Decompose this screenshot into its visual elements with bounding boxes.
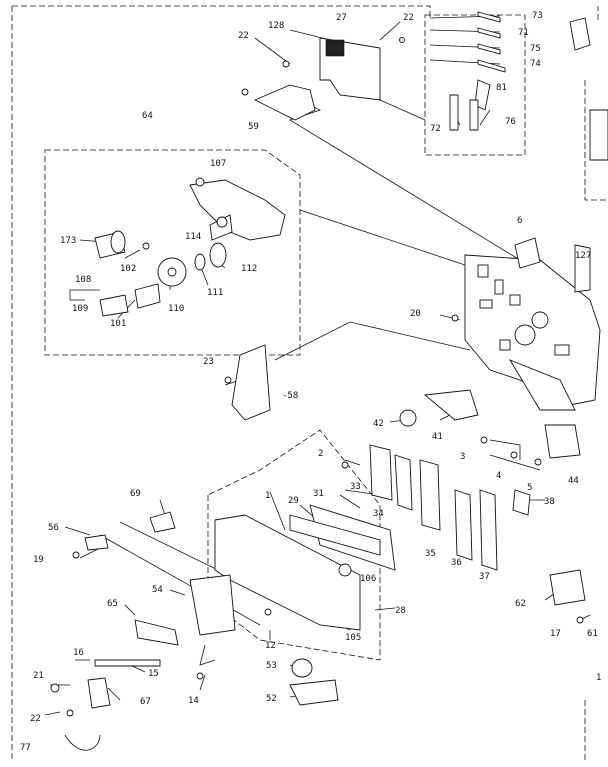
label-42: 42 bbox=[373, 419, 384, 429]
label-108: 108 bbox=[75, 275, 91, 285]
label-64: 64 bbox=[142, 111, 153, 121]
side-frame-parts bbox=[72, 511, 361, 646]
label-5: 5 bbox=[527, 483, 532, 493]
label-127: 127 bbox=[575, 251, 591, 261]
label-61: 61 bbox=[587, 629, 598, 639]
label-38: 38 bbox=[544, 497, 555, 507]
label-56: 56 bbox=[48, 523, 59, 533]
label-37: 37 bbox=[479, 572, 490, 582]
outer-boundary bbox=[11, 5, 599, 760]
label-34: 34 bbox=[373, 509, 384, 519]
label-107: 107 bbox=[210, 159, 226, 169]
label-1: 1 bbox=[265, 491, 270, 501]
label-65: 65 bbox=[107, 599, 118, 609]
label-41: 41 bbox=[432, 432, 443, 442]
label-29: 29 bbox=[288, 496, 299, 506]
label-6: 6 bbox=[517, 216, 522, 226]
label-36: 36 bbox=[451, 558, 462, 568]
label-33: 33 bbox=[350, 482, 361, 492]
label-71: 71 bbox=[518, 28, 529, 38]
label-58: -58 bbox=[282, 391, 298, 401]
label-73: 73 bbox=[532, 11, 543, 21]
gear-group bbox=[94, 177, 286, 317]
label-109: 109 bbox=[72, 304, 88, 314]
label-74: 74 bbox=[530, 59, 541, 69]
slider-plates bbox=[289, 444, 531, 571]
label-54: 54 bbox=[152, 585, 163, 595]
label-72: 72 bbox=[430, 124, 441, 134]
right-frame-box bbox=[584, 80, 608, 201]
label-22-left: 22 bbox=[238, 31, 249, 41]
label-27: 27 bbox=[336, 13, 347, 23]
label-23: 23 bbox=[203, 357, 214, 367]
middle-parts bbox=[224, 314, 581, 469]
gear-group-box-64 bbox=[44, 149, 301, 356]
label-101: 101 bbox=[110, 319, 126, 329]
top-right-group-box bbox=[424, 14, 526, 156]
label-21: 21 bbox=[33, 671, 44, 681]
label-111: 111 bbox=[207, 288, 223, 298]
label-2: 2 bbox=[318, 449, 323, 459]
label-69: 69 bbox=[130, 489, 141, 499]
label-16: 16 bbox=[73, 648, 84, 658]
label-75: 75 bbox=[530, 44, 541, 54]
label-105: 105 bbox=[345, 633, 361, 643]
label-59: 59 bbox=[248, 122, 259, 132]
label-3: 3 bbox=[460, 452, 465, 462]
label-15: 15 bbox=[148, 669, 159, 679]
label-81: 81 bbox=[496, 83, 507, 93]
label-12: 12 bbox=[265, 641, 276, 651]
label-14: 14 bbox=[188, 696, 199, 706]
side-frame-box-28 bbox=[207, 429, 381, 661]
label-67: 67 bbox=[140, 697, 151, 707]
label-106: 106 bbox=[360, 574, 376, 584]
label-128: 128 bbox=[268, 21, 284, 31]
label-22-bottom: 22 bbox=[30, 714, 41, 724]
label-77: 77 bbox=[20, 743, 31, 753]
label-31: 31 bbox=[313, 489, 324, 499]
label-4: 4 bbox=[496, 471, 501, 481]
label-112: 112 bbox=[241, 264, 257, 274]
label-110: 110 bbox=[168, 304, 184, 314]
label-114: 114 bbox=[185, 232, 201, 242]
label-1-right: 1 bbox=[596, 673, 601, 683]
label-44: 44 bbox=[568, 476, 579, 486]
part-labels: 128 27 22 73 71 75 74 22 59 81 72 76 64 … bbox=[20, 11, 601, 753]
label-22-top: 22 bbox=[403, 13, 414, 23]
label-76: 76 bbox=[505, 117, 516, 127]
label-19: 19 bbox=[33, 555, 44, 565]
bottom-parts bbox=[50, 569, 586, 751]
top-bracket-parts bbox=[241, 37, 405, 121]
label-20: 20 bbox=[410, 309, 421, 319]
label-173: 173 bbox=[60, 236, 76, 246]
label-53: 53 bbox=[266, 661, 277, 671]
label-28: 28 bbox=[395, 606, 406, 616]
label-35: 35 bbox=[425, 549, 436, 559]
main-chassis bbox=[464, 17, 608, 411]
label-62: 62 bbox=[515, 599, 526, 609]
label-102: 102 bbox=[120, 264, 136, 274]
contact-springs-group bbox=[449, 11, 506, 131]
label-17: 17 bbox=[550, 629, 561, 639]
label-52: 52 bbox=[266, 694, 277, 704]
